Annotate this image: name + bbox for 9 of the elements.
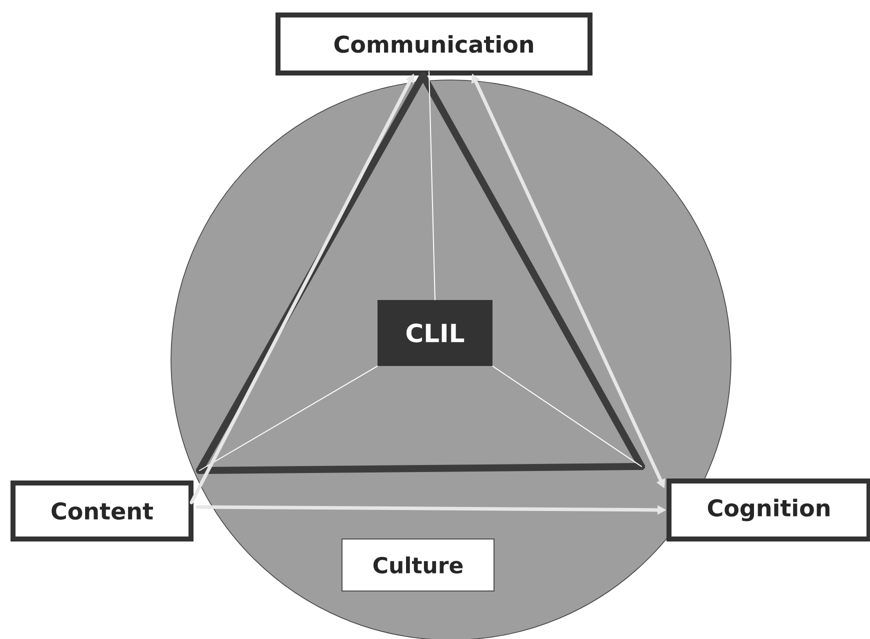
spoke-line (199, 366, 378, 471)
label-box: Content (10, 480, 194, 542)
label-box: Communication (276, 12, 592, 76)
label-box: Culture (342, 538, 494, 592)
spoke-line (492, 366, 642, 467)
center-box: CLIL (378, 300, 492, 366)
triangle-side (196, 463, 645, 474)
label-box: Cognition (666, 478, 870, 542)
spoke-line (428, 71, 436, 300)
